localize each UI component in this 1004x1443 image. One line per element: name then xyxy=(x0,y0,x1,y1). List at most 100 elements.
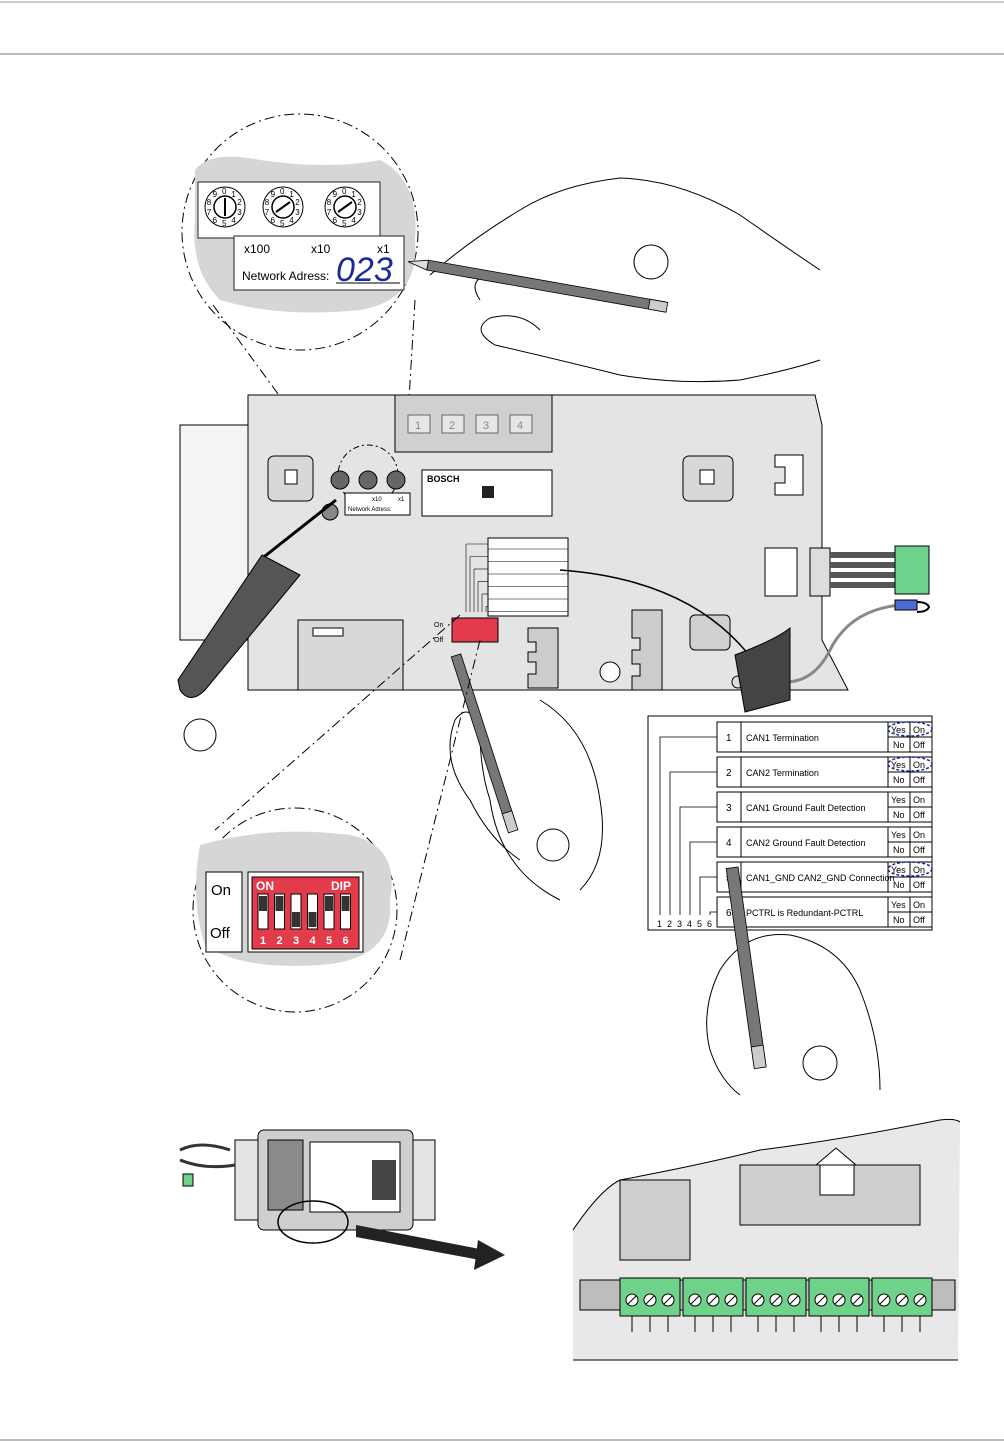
switch-row-label: CAN2 Termination xyxy=(746,768,819,778)
rotary-digit: 2 xyxy=(237,198,242,207)
rotary-digit: 7 xyxy=(265,208,270,217)
rotary-digit: 0 xyxy=(280,187,285,196)
switch-row-label: PCTRL is Redundant-PCTRL xyxy=(746,908,863,918)
board-slot-label: 4 xyxy=(517,420,523,432)
rotary-switch-x100[interactable] xyxy=(204,186,246,228)
dip-lever-5[interactable] xyxy=(325,896,333,911)
dip-header-on: ON xyxy=(256,879,274,893)
mini-network-label: Network Adress: xyxy=(348,507,392,513)
switch-yes: Yes xyxy=(891,865,906,875)
board-slot-label: 2 xyxy=(449,420,455,432)
board-slot xyxy=(441,414,465,434)
dip-lever-slot[interactable] xyxy=(323,893,335,930)
rotary-switch-x1[interactable] xyxy=(324,186,366,228)
switch-row-label: CAN1_GND CAN2_GND Connection xyxy=(746,873,895,883)
switch-lead-line xyxy=(709,911,717,915)
switch-bottom-number: 6 xyxy=(707,919,712,929)
switch-bottom-number: 4 xyxy=(687,919,692,929)
switch-lead-line xyxy=(669,771,717,915)
switch-row-number: 4 xyxy=(726,838,732,849)
rotary-digit: 3 xyxy=(237,208,242,217)
step-marker-4 xyxy=(802,1045,838,1081)
switch-bottom-number: 3 xyxy=(677,919,682,929)
rotary-switch-x10[interactable] xyxy=(262,186,304,228)
switch-yes: Yes xyxy=(891,795,906,805)
hand-with-pen-middle xyxy=(449,653,603,901)
switch-on: On xyxy=(913,865,925,875)
ink-mark xyxy=(887,756,933,772)
switch-no: No xyxy=(893,845,905,855)
dip-lever-slot[interactable] xyxy=(274,893,285,930)
switch-row-number: 3 xyxy=(726,803,732,814)
switch-row-number: 1 xyxy=(726,733,732,744)
handwritten-address: 023 xyxy=(336,251,393,289)
switch-off: Off xyxy=(913,915,925,925)
rotary-digit: 8 xyxy=(327,198,332,207)
rotary-digit: 9 xyxy=(213,190,218,199)
dip-lever-slot[interactable] xyxy=(340,893,351,930)
network-address-label: Network Adress: xyxy=(242,269,329,283)
rotary-digit: 2 xyxy=(295,198,300,207)
switch-lead-line xyxy=(699,876,717,915)
board-dip-switch[interactable] xyxy=(451,617,499,643)
switch-lead-line xyxy=(659,736,717,915)
board-slot xyxy=(509,414,533,434)
dip-lever-3[interactable] xyxy=(292,912,300,927)
rotary-digit: 7 xyxy=(327,208,332,217)
switch-no: No xyxy=(893,810,905,820)
board-dip-legend xyxy=(465,543,568,612)
rotary-digit: 4 xyxy=(289,216,294,225)
dip-lever-slot[interactable] xyxy=(290,893,302,930)
terminal-highlight xyxy=(277,1200,349,1244)
dip-lever-slot[interactable] xyxy=(307,893,318,930)
switch-row-label: CAN2 Ground Fault Detection xyxy=(746,838,866,848)
rotary-digit: 8 xyxy=(207,198,212,207)
rotary-digit: 4 xyxy=(351,216,356,225)
switch-row-number: 2 xyxy=(726,768,732,779)
switch-on: On xyxy=(913,795,925,805)
dip-number: 6 xyxy=(343,935,349,947)
terminal-block xyxy=(619,1277,681,1332)
switch-no: No xyxy=(893,740,905,750)
dip-lever-6[interactable] xyxy=(341,896,350,911)
step-marker-3 xyxy=(536,828,570,862)
ink-mark xyxy=(887,861,933,877)
dip-number: 2 xyxy=(277,935,283,947)
terminal-block xyxy=(808,1277,870,1332)
switch-row-number: 6 xyxy=(726,908,732,919)
step-marker-2 xyxy=(183,718,217,752)
switch-lead-line xyxy=(679,806,717,915)
rotary-digit: 1 xyxy=(351,190,356,199)
label-x10: x10 xyxy=(311,242,331,256)
dip-lever-slot[interactable] xyxy=(257,893,269,930)
rotary-digit: 2 xyxy=(357,198,362,207)
rotary-digit: 5 xyxy=(280,219,285,228)
dip-on-label: On xyxy=(211,882,231,899)
switch-on: On xyxy=(913,760,925,770)
board-slot xyxy=(407,414,431,434)
rotary-digit: 9 xyxy=(333,190,338,199)
dip-lever-4[interactable] xyxy=(308,912,317,927)
switch-bottom-number: 5 xyxy=(697,919,702,929)
switch-on: On xyxy=(913,900,925,910)
dip-lever-2[interactable] xyxy=(275,896,284,911)
dip-number: 4 xyxy=(310,935,317,947)
dip-off-label: Off xyxy=(210,925,231,942)
switch-off: Off xyxy=(913,845,925,855)
label-x1: x1 xyxy=(377,242,390,256)
switch-on: On xyxy=(913,830,925,840)
dip-lever-1[interactable] xyxy=(259,896,267,911)
rotary-digit: 4 xyxy=(231,216,236,225)
switch-no: No xyxy=(893,880,905,890)
terminal-block xyxy=(745,1277,807,1332)
rotary-digit: 6 xyxy=(213,216,218,225)
rotary-digit: 6 xyxy=(333,216,338,225)
